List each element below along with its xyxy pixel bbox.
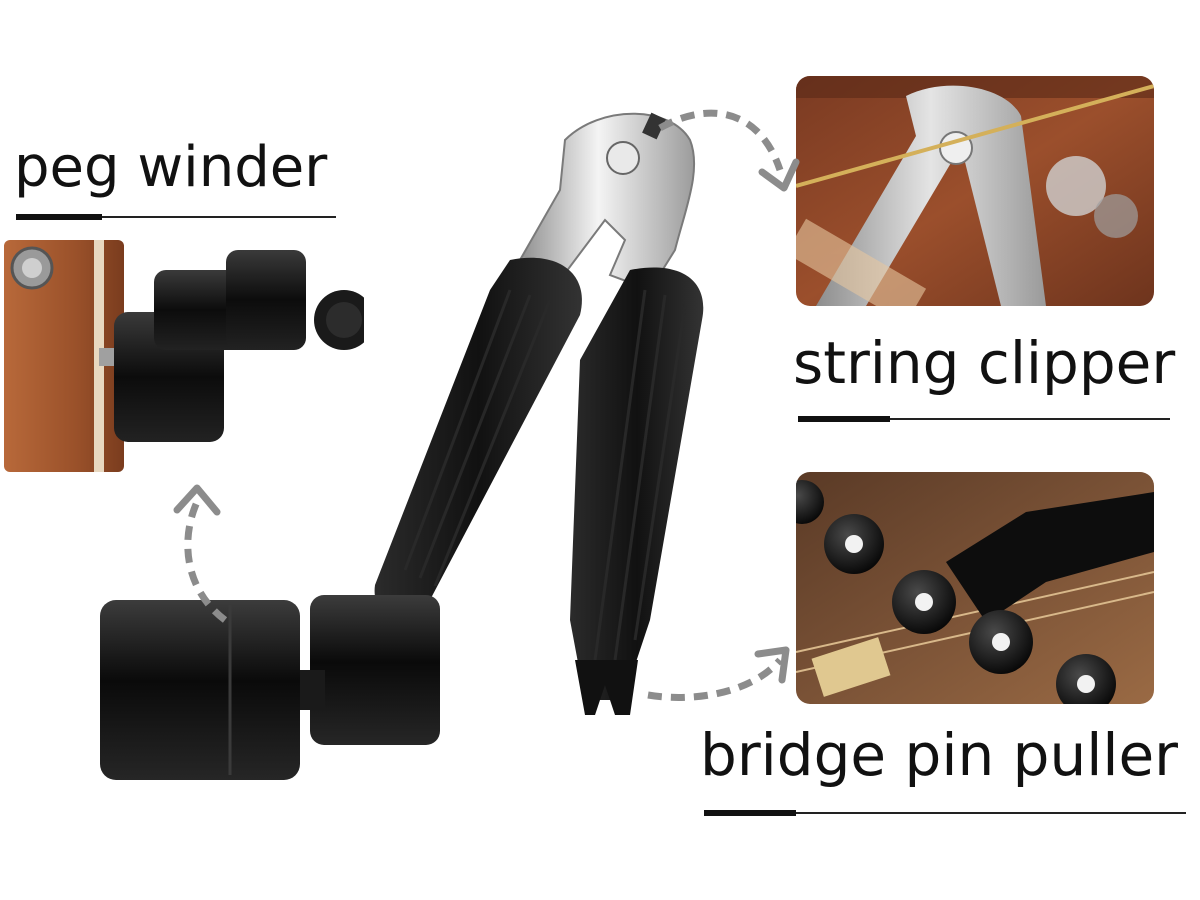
- peg-winder-arrow-icon: [165, 480, 245, 630]
- string-clipper-underline: [798, 416, 1170, 422]
- peg-winder-label: peg winder: [14, 135, 328, 200]
- peg-winder-photo: [4, 240, 364, 472]
- bridge-pin-puller-underline: [704, 810, 1186, 816]
- string-winder-tool: [90, 100, 730, 800]
- peg-winder-underline: [16, 214, 336, 220]
- bridge-pin-puller-photo: [796, 472, 1154, 704]
- string-clipper-photo: [796, 76, 1154, 306]
- string-clipper-arrow-icon: [650, 100, 800, 200]
- bridge-pin-puller-label: bridge pin puller: [700, 721, 1178, 789]
- string-clipper-label: string clipper: [793, 329, 1176, 397]
- bridge-pin-puller-arrow-icon: [640, 640, 800, 710]
